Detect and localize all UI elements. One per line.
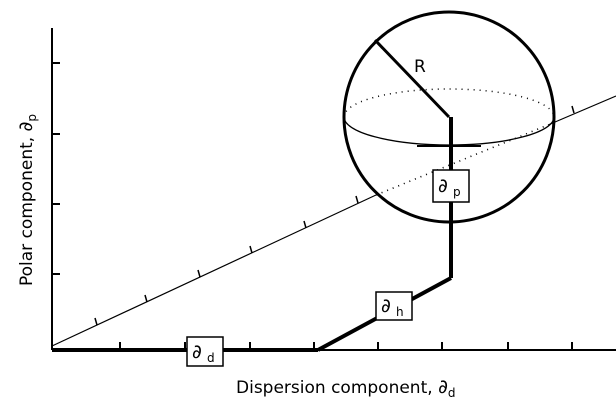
delta-p-symbol: ∂ [438,175,448,197]
oblique-axis-ticks [94,105,575,326]
x-axis-title-text: Dispersion component, [236,378,438,398]
delta-p-label-box [432,169,470,203]
delta-d-label: ∂ d [186,336,224,367]
radius-label: R [414,57,426,77]
x-axis-title-symbol: ∂ [438,376,448,398]
oblique-tick [197,269,201,278]
y-axis-title-symbol: ∂ [15,122,37,132]
delta-d-symbol: ∂ [192,341,202,363]
oblique-tick [249,245,253,254]
delta-p-label: ∂ p [432,169,470,203]
y-axis-ticks [52,62,60,275]
oblique-tick [571,105,575,114]
y-axis-title-subscript: p [25,114,39,122]
delta-d-label-box [186,336,224,367]
delta-h-subscript: h [396,305,404,319]
x-axis-ticks [119,342,573,350]
x-axis-title-subscript: d [448,386,456,400]
oblique-tick [144,294,148,303]
delta-d-subscript: d [207,351,215,365]
oblique-tick [303,220,307,229]
oblique-tick [94,317,98,326]
sphere-equator-back [343,88,555,118]
oblique-axis [51,95,616,347]
y-axis-title-text: Polar component, [17,131,37,286]
oblique-axis-line-hidden [375,124,549,196]
delta-h-label-box [375,291,413,321]
delta-p-subscript: p [453,185,461,199]
radius-line [373,38,451,119]
delta-h-label: ∂ h [375,291,413,321]
delta-h-symbol: ∂ [381,295,391,317]
oblique-axis-line-upper [547,95,616,126]
oblique-tick [355,195,359,204]
axes [51,28,616,351]
y-axis-title: Polar component, ∂p [15,114,39,286]
x-axis-title: Dispersion component, ∂d [236,376,456,400]
oblique-axis-line-lower [51,194,377,347]
